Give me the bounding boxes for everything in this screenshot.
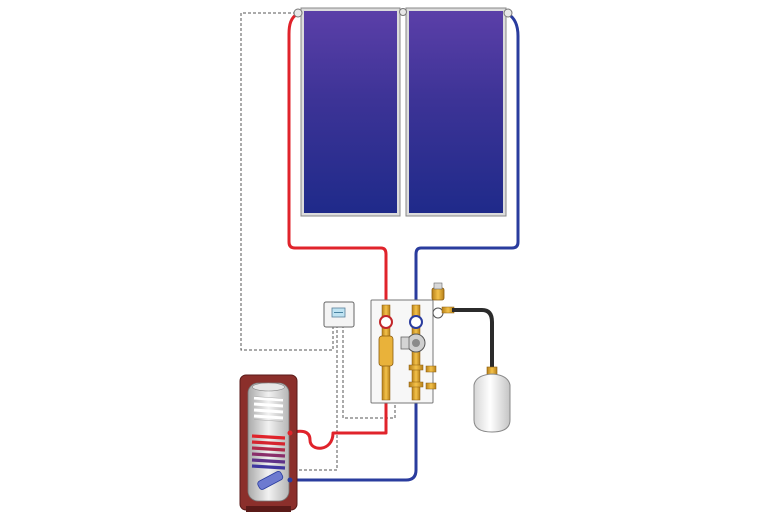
pressure-gauge-icon [432, 307, 444, 319]
tank-upper-coil [253, 396, 284, 420]
tank-upper-coil-outline [253, 396, 284, 422]
tank-dome [252, 382, 285, 392]
tank-cold-outlet [287, 477, 293, 483]
valve-lower-4 [425, 382, 437, 390]
safety-valve-cap [433, 282, 443, 290]
valve-lower-2 [408, 381, 424, 388]
expansion-hose [452, 308, 494, 370]
collector-right-fitting [503, 8, 513, 18]
expansion-vessel-group [452, 308, 511, 433]
pump-hub [412, 339, 420, 347]
cold-thermometer-icon [409, 315, 423, 329]
valve-lower-1 [408, 364, 424, 371]
tank-base [246, 506, 291, 512]
sensor-wires [240, 12, 396, 471]
tank-solar-coil [251, 434, 286, 470]
collector-left-fitting [293, 8, 303, 18]
collector-middle-fitting [399, 8, 407, 16]
collector-right-absorber [409, 11, 503, 213]
cold-pipes [290, 12, 520, 482]
pump-motor [400, 336, 410, 350]
cold-return-pipe-tank [290, 400, 418, 482]
storage-tank [239, 374, 298, 512]
expansion-vessel [473, 373, 511, 433]
collector-left-absorber [304, 11, 397, 213]
safety-valve [431, 287, 445, 301]
controller [323, 301, 355, 328]
tank-heating-element [257, 471, 284, 490]
pump-station [370, 282, 455, 404]
collector-sensor-wire [240, 12, 334, 351]
solar-collectors [293, 7, 513, 217]
pump-sensor-wire [342, 325, 396, 419]
hot-thermometer-icon [379, 315, 393, 329]
cold-return-pipe-collector [414, 12, 520, 305]
flow-meter [378, 335, 394, 367]
tank-sensor-wire [290, 325, 338, 471]
hot-flow-pipe-collector [287, 12, 388, 305]
valve-lower-3 [425, 365, 437, 373]
tank-hot-inlet [287, 430, 293, 436]
